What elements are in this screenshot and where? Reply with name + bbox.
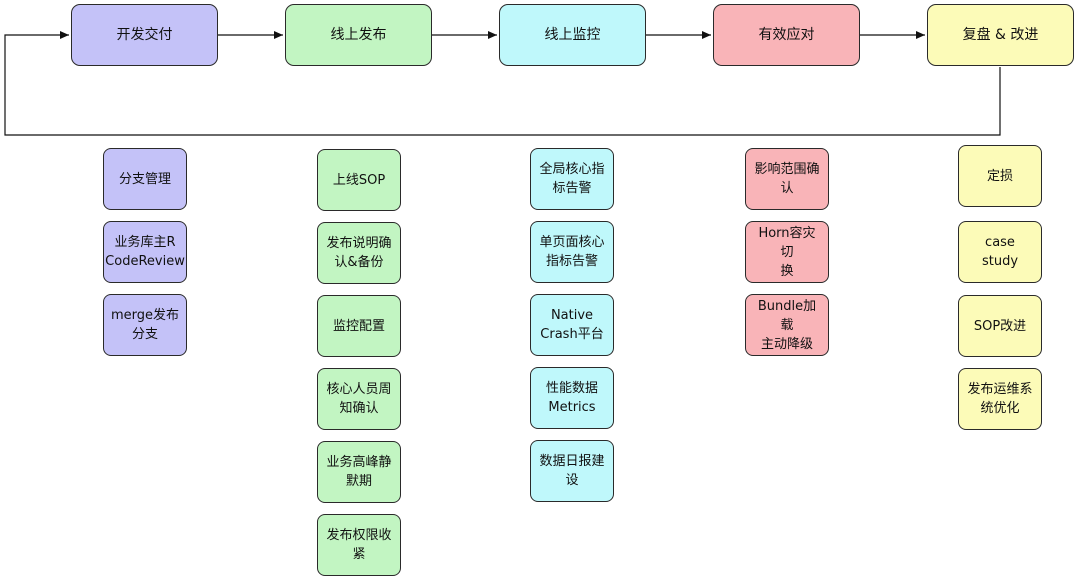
- review-item-case-study: case study: [958, 221, 1042, 283]
- release-item-monitor-config: 监控配置: [317, 295, 401, 357]
- release-item-permission-tighten: 发布权限收 紧: [317, 514, 401, 576]
- review-item-ops-system-optimize: 发布运维系 统优化: [958, 368, 1042, 430]
- response-item-impact-scope: 影响范围确 认: [745, 148, 829, 210]
- monitor-item-global-alert: 全局核心指 标告警: [530, 148, 614, 210]
- stage-effective-response: 有效应对: [713, 4, 860, 66]
- review-item-sop-improve: SOP改进: [958, 295, 1042, 357]
- response-item-bundle-degrade: Bundle加载 主动降级: [745, 294, 829, 356]
- monitor-item-performance-metrics: 性能数据 Metrics: [530, 367, 614, 429]
- response-item-horn-failover: Horn容灾切 换: [745, 221, 829, 283]
- monitor-item-native-crash: Native Crash平台: [530, 294, 614, 356]
- feedback-loop-arrow: [4, 31, 1001, 136]
- stage-dev-delivery: 开发交付: [71, 4, 218, 66]
- dev-item-code-review: 业务库主R CodeReview: [103, 221, 187, 283]
- release-item-notes-backup: 发布说明确 认&备份: [317, 222, 401, 284]
- stage-online-release: 线上发布: [285, 4, 432, 66]
- dev-item-branch-mgmt: 分支管理: [103, 148, 187, 210]
- release-item-sop: 上线SOP: [317, 149, 401, 211]
- stage-online-monitor: 线上监控: [499, 4, 646, 66]
- release-item-notify-core-staff: 核心人员周 知确认: [317, 368, 401, 430]
- release-item-peak-silence: 业务高峰静 默期: [317, 441, 401, 503]
- stage-review-improve: 复盘 & 改进: [927, 4, 1074, 66]
- review-item-loss-assessment: 定损: [958, 145, 1042, 207]
- monitor-item-daily-report: 数据日报建 设: [530, 440, 614, 502]
- dev-item-merge-branch: merge发布 分支: [103, 294, 187, 356]
- monitor-item-page-alert: 单页面核心 指标告警: [530, 221, 614, 283]
